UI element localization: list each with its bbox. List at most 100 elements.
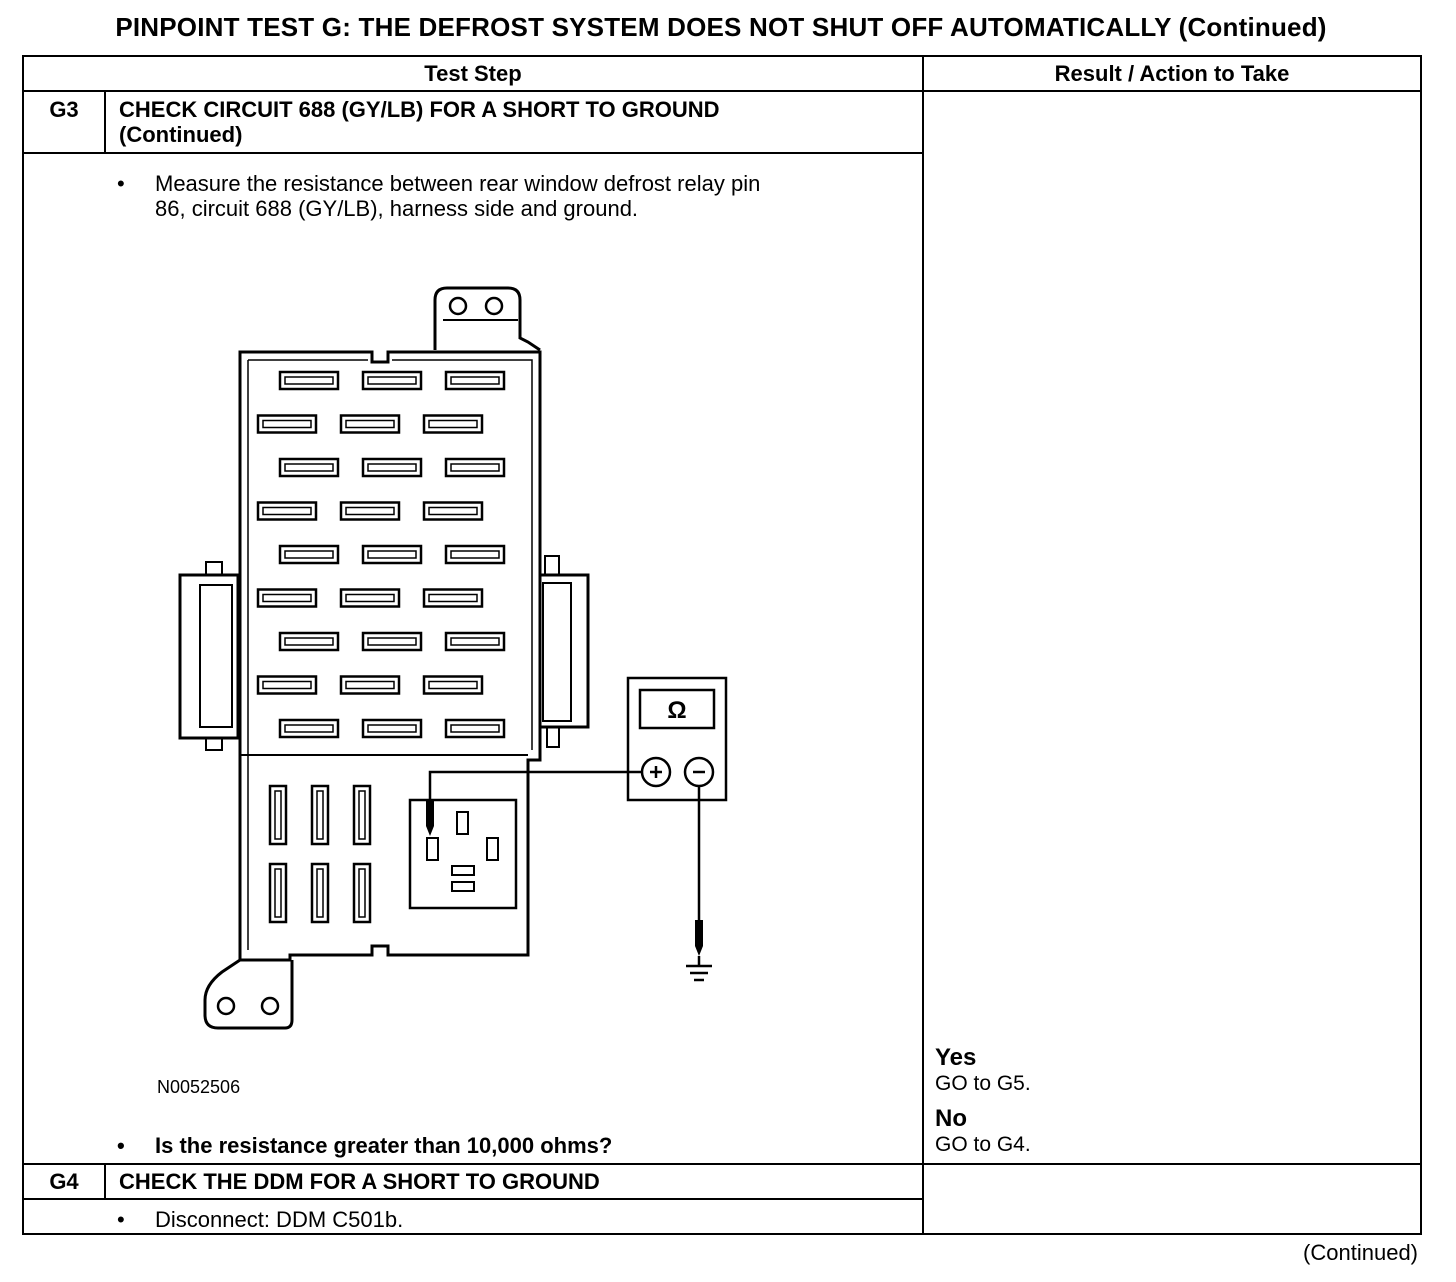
maxi-fuse-slot: [268, 862, 288, 924]
fuse-slot-inner: [450, 724, 500, 733]
figure-id: N0052506: [157, 1077, 241, 1097]
g3-instruction: • Measure the resistance between rear wi…: [117, 171, 761, 221]
maxi-fuse-slot: [268, 784, 288, 846]
fuse-slot-inner: [284, 637, 334, 646]
fuse-slot: [422, 501, 484, 521]
fuse-slot: [339, 501, 401, 521]
relay-box-diagram: Ω: [178, 286, 728, 1030]
maxi-fuse-slot: [352, 784, 372, 846]
right-connector: [538, 573, 590, 729]
fuse-slot-inner: [428, 680, 478, 690]
step-title-g3-line2: (Continued): [119, 122, 243, 147]
fuse-slot: [444, 544, 506, 565]
step-title-g3-line1: CHECK CIRCUIT 688 (GY/LB) FOR A SHORT TO…: [119, 97, 720, 122]
relay-socket: [408, 798, 518, 910]
fuse-slot: [256, 588, 318, 608]
fuse-slot-inner: [450, 637, 500, 646]
fuse-slot-inner: [450, 376, 500, 385]
header-divider: [24, 90, 1420, 92]
g3-g4-divider: [24, 1163, 1420, 1165]
g3-instruction-line2: 86, circuit 688 (GY/LB), harness side an…: [155, 196, 639, 221]
fuse-slot-inner: [367, 637, 417, 646]
result-yes-action: GO to G5.: [935, 1072, 1031, 1095]
g3-question: • Is the resistance greater than 10,000 …: [117, 1133, 613, 1158]
maxi-fuse-slot: [310, 862, 330, 924]
fuse-slot: [278, 631, 340, 652]
fuse-slot: [444, 370, 506, 391]
fuse-slot: [444, 718, 506, 739]
fuse-slot-inner: [262, 506, 312, 516]
fuse-slot: [422, 414, 484, 434]
bullet-dot: •: [117, 1207, 125, 1232]
fuse-slot-inner: [284, 463, 334, 472]
maxi-fuse-slot-inner: [274, 868, 282, 918]
step-title-g4: CHECK THE DDM FOR A SHORT TO GROUND: [119, 1169, 600, 1194]
fuse-slot-inner: [262, 680, 312, 690]
fuse-slot: [361, 544, 423, 565]
maxi-fuse-slot-inner: [358, 790, 366, 840]
fuse-slot-inner: [450, 463, 500, 472]
left-connector: [178, 573, 240, 740]
fuse-slot: [256, 414, 318, 434]
fuse-slot: [278, 718, 340, 739]
footer-continued: (Continued): [1303, 1240, 1418, 1265]
page-title: PINPOINT TEST G: THE DEFROST SYSTEM DOES…: [115, 12, 1327, 42]
fuse-slot: [339, 588, 401, 608]
g4-title-divider: [24, 1198, 922, 1200]
fuse-slot-inner: [367, 376, 417, 385]
relay-box-body: [238, 350, 542, 962]
fuse-slot: [278, 370, 340, 391]
fuse-slot-inner: [367, 724, 417, 733]
step-id-divider-g4: [104, 1165, 106, 1198]
fuse-slot: [361, 370, 423, 391]
header-result-action: Result / Action to Take: [1054, 61, 1290, 86]
fuse-slot-inner: [284, 550, 334, 559]
fuse-slot: [278, 457, 340, 478]
result-yes-label: Yes: [935, 1044, 977, 1071]
maxi-fuse-slot: [310, 784, 330, 846]
result-no-label: No: [935, 1105, 967, 1132]
fuse-slot-inner: [345, 593, 395, 603]
pinpoint-test-table: Test Step Result / Action to Take G3 CHE…: [22, 55, 1422, 1235]
fuse-slot: [278, 544, 340, 565]
fuse-slot: [444, 631, 506, 652]
step-id-g4: G4: [49, 1169, 79, 1194]
mount-tab-top: [433, 286, 541, 352]
maxi-fuse-slots: [268, 784, 372, 924]
fuse-slot: [361, 718, 423, 739]
fuse-slot: [339, 675, 401, 695]
fuse-slot: [256, 675, 318, 695]
bullet-dot: •: [117, 171, 125, 196]
ohmmeter-display: [638, 688, 716, 730]
fuse-slots: [256, 370, 506, 739]
fuse-slot: [422, 588, 484, 608]
maxi-fuse-slot-inner: [316, 790, 324, 840]
g3-title-divider: [24, 152, 922, 154]
g3-instruction-line1: Measure the resistance between rear wind…: [155, 171, 761, 196]
g4-instruction: • Disconnect: DDM C501b.: [117, 1207, 404, 1232]
g3-question-text: Is the resistance greater than 10,000 oh…: [155, 1133, 613, 1158]
fuse-slot-inner: [345, 419, 395, 429]
fuse-slot: [422, 675, 484, 695]
maxi-fuse-slot: [352, 862, 372, 924]
fuse-slot-inner: [428, 593, 478, 603]
mount-tab-bottom: [203, 958, 294, 1030]
fuse-slot-inner: [262, 419, 312, 429]
maxi-fuse-slot-inner: [274, 790, 282, 840]
result-no-action: GO to G4.: [935, 1133, 1031, 1156]
negative-probe: [695, 920, 703, 956]
g4-instruction-text: Disconnect: DDM C501b.: [155, 1207, 404, 1232]
positive-lead: [428, 770, 642, 800]
column-divider: [922, 57, 924, 1233]
fuse-slot-inner: [345, 506, 395, 516]
step-id-divider: [104, 92, 106, 152]
positive-probe: [426, 800, 434, 836]
fuse-slot-inner: [284, 724, 334, 733]
fuse-slot-inner: [428, 419, 478, 429]
maxi-fuse-slot-inner: [358, 868, 366, 918]
fuse-slot: [339, 414, 401, 434]
fuse-slot: [444, 457, 506, 478]
fuse-slot-inner: [284, 376, 334, 385]
fuse-slot-inner: [428, 506, 478, 516]
fuse-slot: [361, 631, 423, 652]
